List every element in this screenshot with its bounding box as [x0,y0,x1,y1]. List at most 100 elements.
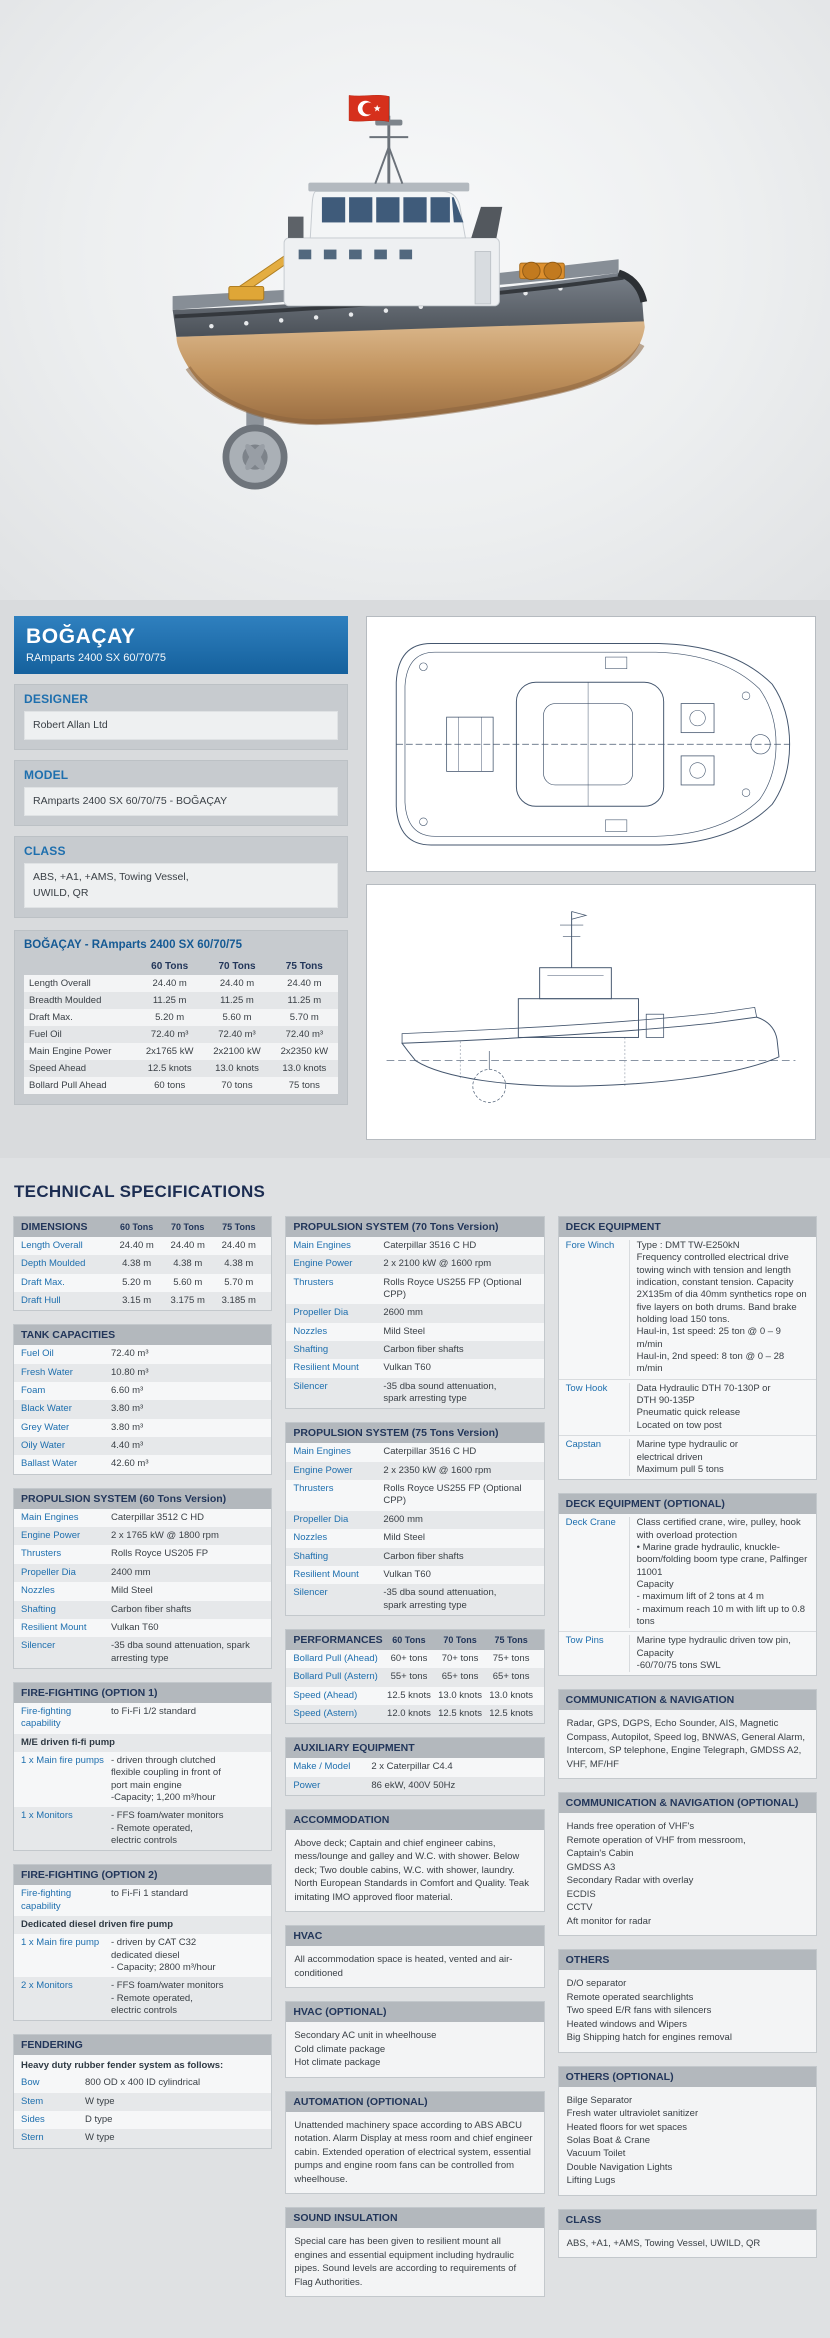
spec-row: Thrusters Rolls Royce US205 FP [14,1545,272,1564]
tech-specs-columns: DIMENSIONS 60 Tons 70 Tons 75 Tons Lengt… [0,1216,830,2338]
card-deck-equipment: DECK EQUIPMENT Fore Winch Type : DMT TW-… [557,1216,817,1481]
spec-row: Resilient Mount Vulkan T60 [286,1359,544,1378]
vessel-title-box: BOĞAÇAY RAmparts 2400 SX 60/70/75 [14,616,348,674]
card-title: AUXILIARY EQUIPMENT [286,1738,544,1759]
summary-row-label: Breadth Moulded [29,994,102,1006]
spec-row: Draft Max. 5.20 m 5.60 m 5.70 m [14,1273,272,1293]
class-value: ABS, +A1, +AMS, Towing Vessel, UWILD, QR [24,863,338,908]
tech-specs-title: TECHNICAL SPECIFICATIONS [14,1182,266,1201]
summary-row: Length Overall 24.40 m 24.40 m 24.40 m [24,974,338,992]
spec-row: Foam 6.60 m³ [14,1382,272,1401]
spec-row: Oily Water 4.40 m³ [14,1437,272,1456]
azimuth-thruster [222,385,288,490]
spec-row: Dedicated diesel driven fire pump [14,1916,272,1935]
summary-rows: Length Overall 24.40 m 24.40 m 24.40 m B… [24,974,338,1094]
summary-row: Bollard Pull Ahead 60 tons 70 tons 75 to… [24,1076,338,1094]
summary-row: Speed Ahead 12.5 knots 13.0 knots 13.0 k… [24,1059,338,1077]
spec-row: Silencer -35 dba sound attenuation, spar… [14,1637,272,1668]
wheelhouse-roof [308,182,470,192]
summary-row-label: Main Engine Power [29,1045,112,1057]
card-title: OTHERS (OPTIONAL) [558,2066,816,2087]
radar-antenna [375,119,403,126]
spec-row: Fresh Water 10.80 m³ [14,1363,272,1383]
summary-table-title: BOĞAÇAY - RAmparts 2400 SX 60/70/75 [24,938,242,951]
card-accommodation: ACCOMMODATION Above deck; Captain and ch… [285,1808,545,1913]
card-auxiliary-equipment: AUXILIARY EQUIPMENT Make / Model 2 x Cat… [285,1737,545,1796]
spec-row: Speed (Astern) 12.0 knots 12.5 knots 12.… [286,1704,544,1724]
spec-row: Silencer -35 dba sound attenuation, spar… [286,1377,544,1409]
card-title: PROPULSION SYSTEM (60 Tons Version) [14,1488,272,1509]
spec-row: M/E driven fi-fi pump [14,1733,272,1752]
summary-col-70: 70 Tons [218,960,256,972]
spec-row: Fire-fighting capability to Fi-Fi 1 stan… [14,1885,272,1916]
card-dimensions: DIMENSIONS 60 Tons 70 Tons 75 Tons Lengt… [13,1216,273,1312]
profile-view-drawing [386,910,796,1103]
spec-row: Shafting Carbon fiber shafts [14,1600,272,1619]
spec-row: Depth Moulded 4.38 m 4.38 m 4.38 m [14,1255,272,1274]
card-hvac-optional: HVAC (OPTIONAL) Secondary AC unit in whe… [285,2001,545,2078]
card-title: ACCOMMODATION [286,1809,544,1830]
spec-row: Fuel Oil 72.40 m³ [14,1345,272,1364]
wheelhouse-windows [321,197,464,223]
vessel-illustration-section [0,0,830,600]
spec-row: Main Engines Caterpillar 3516 C HD [286,1237,544,1256]
fore-winch [519,261,565,281]
card-others-optional: OTHERS (OPTIONAL) Bilge Separator Fresh … [557,2065,817,2196]
class-heading: CLASS [24,844,66,859]
summary-row: Draft Max. 5.20 m 5.60 m 5.70 m [24,1008,338,1026]
spec-row: 1 x Main fire pump - driven by CAT C32 d… [14,1934,272,1978]
spec-row: Grey Water 3.80 m³ [14,1418,272,1438]
spec-row: Length Overall 24.40 m 24.40 m 24.40 m [14,1237,272,1256]
spec-row: Capstan Marine type hydraulic or electri… [558,1435,816,1480]
card-title: DECK EQUIPMENT (OPTIONAL) [558,1494,816,1515]
spec-row: Make / Model 2 x Caterpillar C4.4 [286,1758,544,1777]
spec-row: Stem W type [14,2092,272,2112]
card-title: HVAC [286,1926,544,1947]
card-title: PERFORMANCES [293,1633,383,1646]
summary-header-spacer [24,963,136,969]
spec-row: 1 x Main fire pumps - driven through clu… [14,1751,272,1808]
comm-nav-text: Radar, GPS, DGPS, Echo Sounder, AIS, Mag… [558,1710,816,1779]
spec-row: Silencer -35 dba sound attenuation, spar… [286,1584,544,1615]
spec-row: Resilient Mount Vulkan T60 [286,1565,544,1585]
card-title: PROPULSION SYSTEM (75 Tons Version) [286,1423,544,1444]
summary-row-label: Length Overall [29,977,91,989]
spec-row: Nozzles Mild Steel [286,1529,544,1548]
summary-col-75: 75 Tons [285,960,323,972]
spec-row: Engine Power 2 x 2100 kW @ 1600 rpm [286,1255,544,1274]
designer-heading: DESIGNER [24,692,89,706]
summary-row-label: Speed Ahead [29,1062,87,1074]
model-value: RAmparts 2400 SX 60/70/75 - BOĞAÇAY [24,787,338,817]
overview-left-column: BOĞAÇAY RAmparts 2400 SX 60/70/75 DESIGN… [14,616,348,1140]
spec-row: Resilient Mount Vulkan T60 [14,1618,272,1638]
class-text: ABS, +A1, +AMS, Towing Vessel, UWILD, QR [558,2229,816,2258]
card-propulsion-60: PROPULSION SYSTEM (60 Tons Version) Main… [13,1487,273,1669]
comm-nav-optional-text: Hands free operation of VHF's Remote ope… [558,1813,816,1936]
card-title: DECK EQUIPMENT [558,1217,816,1237]
plan-view-drawing [395,642,791,846]
card-title: FIRE-FIGHTING (OPTION 1) [14,1682,272,1703]
turkish-flag [348,95,390,122]
card-fire-fighting-option-2: FIRE-FIGHTING (OPTION 2) Fire-fighting c… [13,1864,273,2022]
spec-row: Bollard Pull (Astern) 55+ tons 65+ tons … [286,1668,544,1687]
spec-row: Tow Hook Data Hydraulic DTH 70-130P or D… [558,1378,816,1436]
spec-row: Propeller Dia 2600 mm [286,1510,544,1530]
card-title: COMMUNICATION & NAVIGATION (OPTIONAL) [558,1793,816,1814]
spec-row: Ballast Water 42.60 m³ [14,1455,272,1474]
card-title: TANK CAPACITIES [14,1325,272,1346]
overview-drawings-column [366,616,816,1140]
spec-row: Bollard Pull (Ahead) 60+ tons 70+ tons 7… [286,1649,544,1669]
spec-row: Speed (Ahead) 12.5 knots 13.0 knots 13.0… [286,1686,544,1705]
spec-row: Bow 800 OD x 400 ID cylindrical [14,2074,272,2093]
hvac-text: All accommodation space is heated, vente… [286,1946,544,1988]
tech-col-2: PROPULSION SYSTEM (70 Tons Version) Main… [285,1216,545,2310]
aft-crane [228,254,291,301]
aft-stack [287,216,304,238]
model-box: MODEL RAmparts 2400 SX 60/70/75 - BOĞAÇA… [14,760,348,827]
card-title: SOUND INSULATION [286,2208,544,2229]
card-propulsion-70: PROPULSION SYSTEM (70 Tons Version) Main… [285,1216,545,1410]
card-automation-optional: AUTOMATION (OPTIONAL) Unattended machine… [285,2090,545,2195]
spec-row: 1 x Monitors - FFS foam/water monitors -… [14,1807,272,1851]
sound-insulation-text: Special care has been given to resilient… [286,2228,544,2297]
